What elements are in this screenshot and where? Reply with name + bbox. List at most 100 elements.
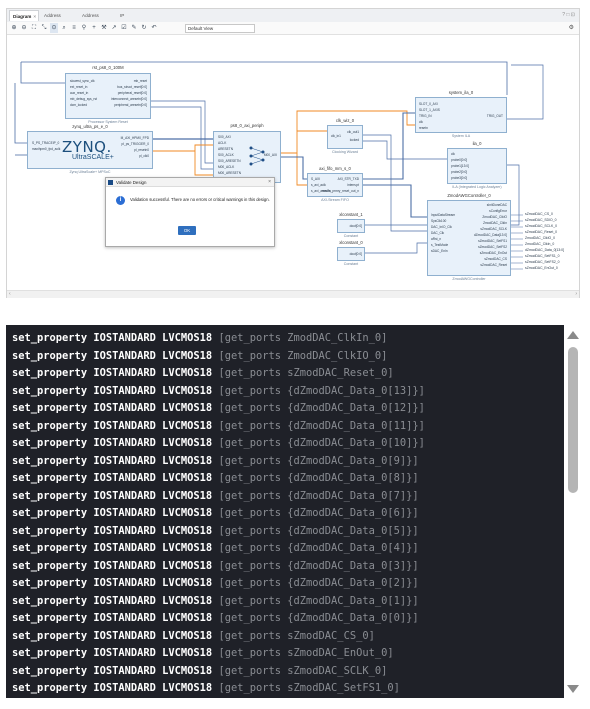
scroll-left-icon[interactable]: ‹ [9,291,11,297]
port-label: ZmodDAC_ClkIO [482,215,507,219]
external-port[interactable]: sZmodDAC_SetFS1_0 [525,254,560,258]
wrench-icon[interactable]: ⚒ [101,25,107,31]
code-command: set_property IOSTANDARD LVCMOS18 [12,454,213,467]
port-label: clk_in1 [331,134,341,138]
block-title: ZmodAWGController_0 [447,193,491,198]
external-port[interactable]: ZmodDAC_ClkIO_0 [525,236,555,240]
code-argument: [get_ports {dZmodDAC_Data_0[9]}] [218,454,419,467]
undo-icon[interactable]: ↶ [151,25,157,31]
port-label: S00_ACLK [218,153,234,157]
block-subtitle: Clocking Wizard [332,150,358,154]
block-axi-stream[interactable]: S_AXI s_axi_aclk s_axi_aresetn AXI_STR_T… [307,173,363,197]
block-title: axi_fifo_mm_s_0 [319,166,351,171]
code-line: set_property IOSTANDARD LVCMOS18 [get_po… [12,540,425,558]
block-subtitle: ILA (Integrated Logic Analyzer) [452,185,502,189]
search-icon[interactable]: ⌕ [62,25,66,31]
port-label: locked [349,138,359,142]
block-zmod-awg-controller[interactable]: InputDataStream SysClk100 DAC_InIO_Clk D… [427,200,511,276]
code-line: set_property IOSTANDARD LVCMOS18 [get_po… [12,575,425,593]
close-icon[interactable]: × [33,14,37,19]
port-label: M00_AXI [263,153,277,157]
block-subtitle: Constant [343,262,359,266]
port-label: SLOT_0_AXI [419,102,438,106]
block-system-ila[interactable]: SLOT_0_AXI SLOT_1_AXIS TRIG_IN clk reset… [415,97,507,133]
close-icon[interactable]: × [268,179,271,185]
port-label: mb_debug_sys_rst [70,97,97,101]
block-subtitle: Constant [343,234,359,238]
port-label: ext_reset_in [70,85,88,89]
code-command: set_property IOSTANDARD LVCMOS18 [12,507,213,519]
zoom-out-icon[interactable]: ⊖ [21,25,27,31]
block-title: xlconstant_1 [339,212,363,217]
ok-button[interactable]: OK [178,226,196,235]
port-label: s_axi_aresetn [311,189,331,193]
fit-icon[interactable]: ⛶ [31,25,37,31]
code-line: set_property IOSTANDARD LVCMOS18 [get_po… [12,663,425,681]
block-xlconstant-0[interactable]: dout[0:0] [337,247,365,261]
code-line: set_property IOSTANDARD LVCMOS18 [get_po… [12,418,425,436]
add-ip-icon[interactable]: + [92,25,96,31]
tab-ip-catalog[interactable]: IP Catalog× [117,10,147,29]
block-axi-interconnect[interactable]: S00_AXI ACLK ARESETN S00_ACLK S00_ARESET… [213,131,281,183]
port-label: sZmodDAC_SetFS2 [478,245,507,249]
port-label: InputDataStream [431,213,456,217]
zoom-in-icon[interactable]: ⊕ [11,25,17,31]
code-argument: [get_ports {dZmodDAC_Data_0[7]}] [218,489,419,502]
horizontal-scrollbar[interactable]: ‹ › [7,290,579,298]
code-command: set_property IOSTANDARD LVCMOS18 [12,629,213,642]
tab-address-map[interactable]: Address Map× [79,10,115,29]
external-port[interactable]: ZmodDAC_ClkIn_0 [525,242,555,246]
dialog-message: Validation successful. There are no erro… [130,197,270,202]
scroll-down-icon[interactable] [567,685,579,693]
tab-diagram[interactable]: Diagram× [9,10,39,21]
external-port[interactable]: dZmodDAC_Data_0[13:0] [525,248,565,252]
validate-icon[interactable]: ☑ [121,25,127,31]
regenerate-icon[interactable]: ✎ [131,25,137,31]
block-xlconstant-1[interactable]: dout[0:0] [337,219,365,233]
validate-design-dialog: Validate Design × i Validation successfu… [105,177,275,247]
block-clk-wiz[interactable]: clk_in1 clk_out1 locked [327,125,363,149]
block-subtitle: AXI-Stream FIFO [321,198,349,202]
refresh-icon[interactable]: ↻ [141,25,147,31]
tab-address-editor[interactable]: Address Editor× [41,10,77,29]
ultrascale-logo: UltraSCALE+ [72,154,114,161]
block-rst-ps8[interactable]: slowest_sync_clk ext_reset_in aux_reset_… [65,73,151,119]
port-label: dcm_locked [70,103,88,107]
external-port[interactable]: sZmodDAC_SCLK_0 [525,224,558,228]
port-label: bus_struct_reset[0:0] [117,85,147,89]
vertical-scrollbar[interactable] [564,325,582,698]
scrollbar-thumb[interactable] [568,347,578,493]
port-label: dout[0:0] [349,224,362,228]
code-argument: [get_ports sZmodDAC_SCLK_0] [218,664,388,677]
collapse-icon[interactable]: ⤡ [41,25,47,31]
code-argument: [get_ports {dZmodDAC_Data_0[11]}] [218,419,425,432]
window-controls[interactable]: ? □ ⊡ [562,12,575,18]
port-label: dout[0:0] [349,252,362,256]
code-argument: [get_ports sZmodDAC_SetFS1_0] [218,682,400,694]
port-label: SysClk100 [431,219,447,223]
external-port[interactable]: sZmodDAC_Reset_0 [525,230,558,234]
code-line: set_property IOSTANDARD LVCMOS18 [get_po… [12,523,425,541]
port-label: TRIG_IN [419,114,432,118]
select-icon[interactable]: ⊙ [50,23,58,33]
block-title: ps8_0_axi_periph [230,123,264,128]
block-zynq-ultra-ps[interactable]: S_PS_TRACEIP_0 maxihpm0_fpd_aclk ZYNQ. U… [27,131,153,169]
view-select[interactable]: Default View [185,24,255,33]
external-port[interactable]: sZmodDAC_EnOut_0 [525,266,558,270]
route-icon[interactable]: ↗ [111,25,117,31]
code-command: set_property IOSTANDARD LVCMOS18 [12,664,213,677]
port-label: sInitDoneDAC [486,203,507,207]
external-port[interactable]: sZmodDAC_SetFS2_0 [525,260,560,264]
scroll-up-icon[interactable] [567,331,579,339]
align-icon[interactable]: ≡ [72,25,76,31]
scroll-right-icon[interactable]: › [575,291,577,297]
port-label: M00_ACLK [218,165,235,169]
port-label: aRst_n [431,237,442,241]
external-port[interactable]: sZmodDAC_SDIO_0 [525,218,557,222]
external-port[interactable]: sZmodDAC_CS_0 [525,212,553,216]
diagram-canvas[interactable]: slowest_sync_clk ext_reset_in aux_reset_… [7,35,579,290]
pin-icon[interactable]: ⚲ [81,25,87,31]
code-line: set_property IOSTANDARD LVCMOS18 [get_po… [12,330,425,348]
block-ila[interactable]: clk probe0[0:0] probe1[13:0] probe2[0:0]… [447,148,507,184]
gear-icon[interactable]: ⚙ [568,25,574,31]
